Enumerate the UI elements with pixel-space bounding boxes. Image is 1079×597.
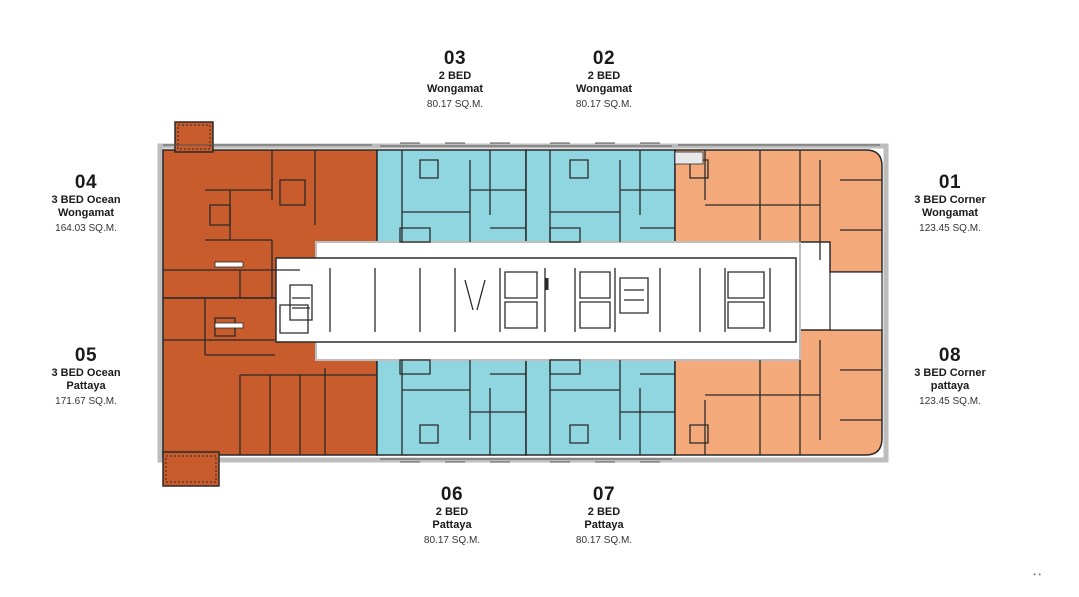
unit-view: Wongamat [575, 83, 633, 95]
corner-mark: • • [1033, 570, 1041, 579]
unit-type: 3 BED Ocean [51, 194, 121, 206]
unit-type: 2 BED [438, 70, 472, 82]
unit-area: 123.45 SQ.M. [919, 396, 981, 407]
unit-02-area [525, 149, 676, 243]
central-core [275, 241, 883, 361]
unit-view: Pattaya [584, 519, 624, 531]
unit-04-label: 04 3 BED Ocean Wongamat 164.03 SQ.M. [16, 172, 156, 236]
unit-view: Pattaya [432, 519, 472, 531]
unit-area: 164.03 SQ.M. [55, 223, 117, 234]
unit-area: 123.45 SQ.M. [919, 223, 981, 234]
unit-type: 2 BED [435, 506, 469, 518]
unit-area: 80.17 SQ.M. [575, 535, 633, 546]
unit-number: 01 [938, 172, 962, 193]
unit-number: 07 [592, 484, 616, 505]
unit-view: Wongamat [57, 207, 115, 219]
unit-number: 03 [443, 48, 467, 69]
unit-view: Pattaya [66, 380, 106, 392]
unit-type: 3 BED Corner [914, 367, 986, 379]
unit-02-label: 02 2 BED Wongamat 80.17 SQ.M. [534, 48, 674, 112]
unit-view: pattaya [930, 380, 970, 392]
unit-area: 171.67 SQ.M. [55, 396, 117, 407]
unit-number: 06 [440, 484, 464, 505]
unit-type: 3 BED Ocean [51, 367, 121, 379]
interior-walls [163, 150, 882, 455]
unit-03-label: 03 2 BED Wongamat 80.17 SQ.M. [385, 48, 525, 112]
unit-type: 2 BED [587, 506, 621, 518]
unit-area: 80.17 SQ.M. [423, 535, 481, 546]
unit-area: 80.17 SQ.M. [575, 99, 633, 110]
balcony-hatch [165, 124, 704, 483]
unit-type: 2 BED [587, 70, 621, 82]
unit-number: 02 [592, 48, 616, 69]
unit-01-label: 01 3 BED Corner Wongamat 123.45 SQ.M. [880, 172, 1020, 236]
unit-type: 3 BED Corner [914, 194, 986, 206]
unit-07-area [525, 359, 676, 456]
unit-06-label: 06 2 BED Pattaya 80.17 SQ.M. [382, 484, 522, 548]
unit-area: 80.17 SQ.M. [426, 99, 484, 110]
facade-windows [163, 142, 880, 463]
unit-08-label: 08 3 BED Corner pattaya 123.45 SQ.M. [880, 345, 1020, 409]
unit-number: 05 [74, 345, 98, 366]
unit-view: Wongamat [921, 207, 979, 219]
unit-number: 04 [74, 172, 98, 193]
unit-view: Wongamat [426, 83, 484, 95]
unit-number: 08 [938, 345, 962, 366]
unit-05-label: 05 3 BED Ocean Pattaya 171.67 SQ.M. [16, 345, 156, 409]
unit-07-label: 07 2 BED Pattaya 80.17 SQ.M. [534, 484, 674, 548]
